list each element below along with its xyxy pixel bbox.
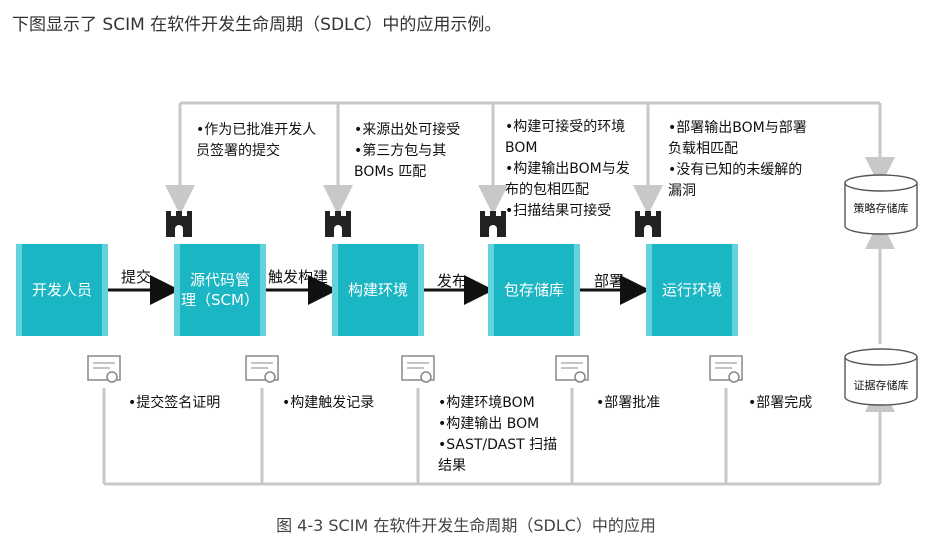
edge-label-commit: 提交 <box>121 268 152 286</box>
certificate-icon-deploy-approval <box>555 355 589 383</box>
evidence-note-trigger: •构建触发记录 <box>282 395 375 411</box>
intro-text: 下图显示了 SCIM 在软件开发生命周期（SDLC）中的应用示例。 <box>12 15 502 35</box>
evidence-store-label: 证据存储库 <box>853 379 909 392</box>
evidence-note-commit: •提交签名证明 <box>128 395 221 411</box>
certificate-icon-deploy-complete <box>709 355 743 383</box>
policy-connector-lines <box>165 101 895 215</box>
policy-store-label: 策略存储库 <box>853 202 909 215</box>
stage-build-env: 构建环境 <box>332 244 424 336</box>
edge-label-deploy: 部署 <box>594 272 625 290</box>
evidence-note-build: •构建环境BOM•构建输出 BOM•SAST/DAST 扫描结果 <box>438 395 558 474</box>
stage-package-repo: 包存储库 <box>488 244 580 336</box>
gate-castle-icon-build <box>325 211 351 237</box>
gate-castle-icon-runtime <box>635 211 661 237</box>
stage-developer: 开发人员 <box>16 244 108 336</box>
gate-castle-icon-scm <box>166 211 192 237</box>
certificate-icon-trigger <box>245 355 279 383</box>
figure-caption: 图 4-3 SCIM 在软件开发生命周期（SDLC）中的应用 <box>276 516 656 535</box>
certificate-icon-commit <box>87 355 121 383</box>
evidence-connector-lines <box>102 219 895 486</box>
evidence-note-deploy-complete: •部署完成 <box>748 395 813 411</box>
evidence-store-database-icon <box>844 348 918 406</box>
policy-note-scm: •作为已批准开发人员签署的提交 <box>196 122 317 159</box>
evidence-note-deploy-approval: •部署批准 <box>596 395 661 411</box>
policy-store-database-icon <box>844 174 918 235</box>
policy-note-runtime: •部署输出BOM与部署负载相匹配•没有已知的未缓解的漏洞 <box>668 120 807 199</box>
stage-scm: 源代码管理（SCM） <box>174 244 266 336</box>
stage-runtime-env: 运行环境 <box>646 244 738 336</box>
edge-label-publish: 发布 <box>437 272 468 290</box>
edge-label-trigger-build: 触发构建 <box>268 268 329 286</box>
gate-castle-icon-package <box>480 211 506 237</box>
certificate-icon-build <box>401 355 435 383</box>
